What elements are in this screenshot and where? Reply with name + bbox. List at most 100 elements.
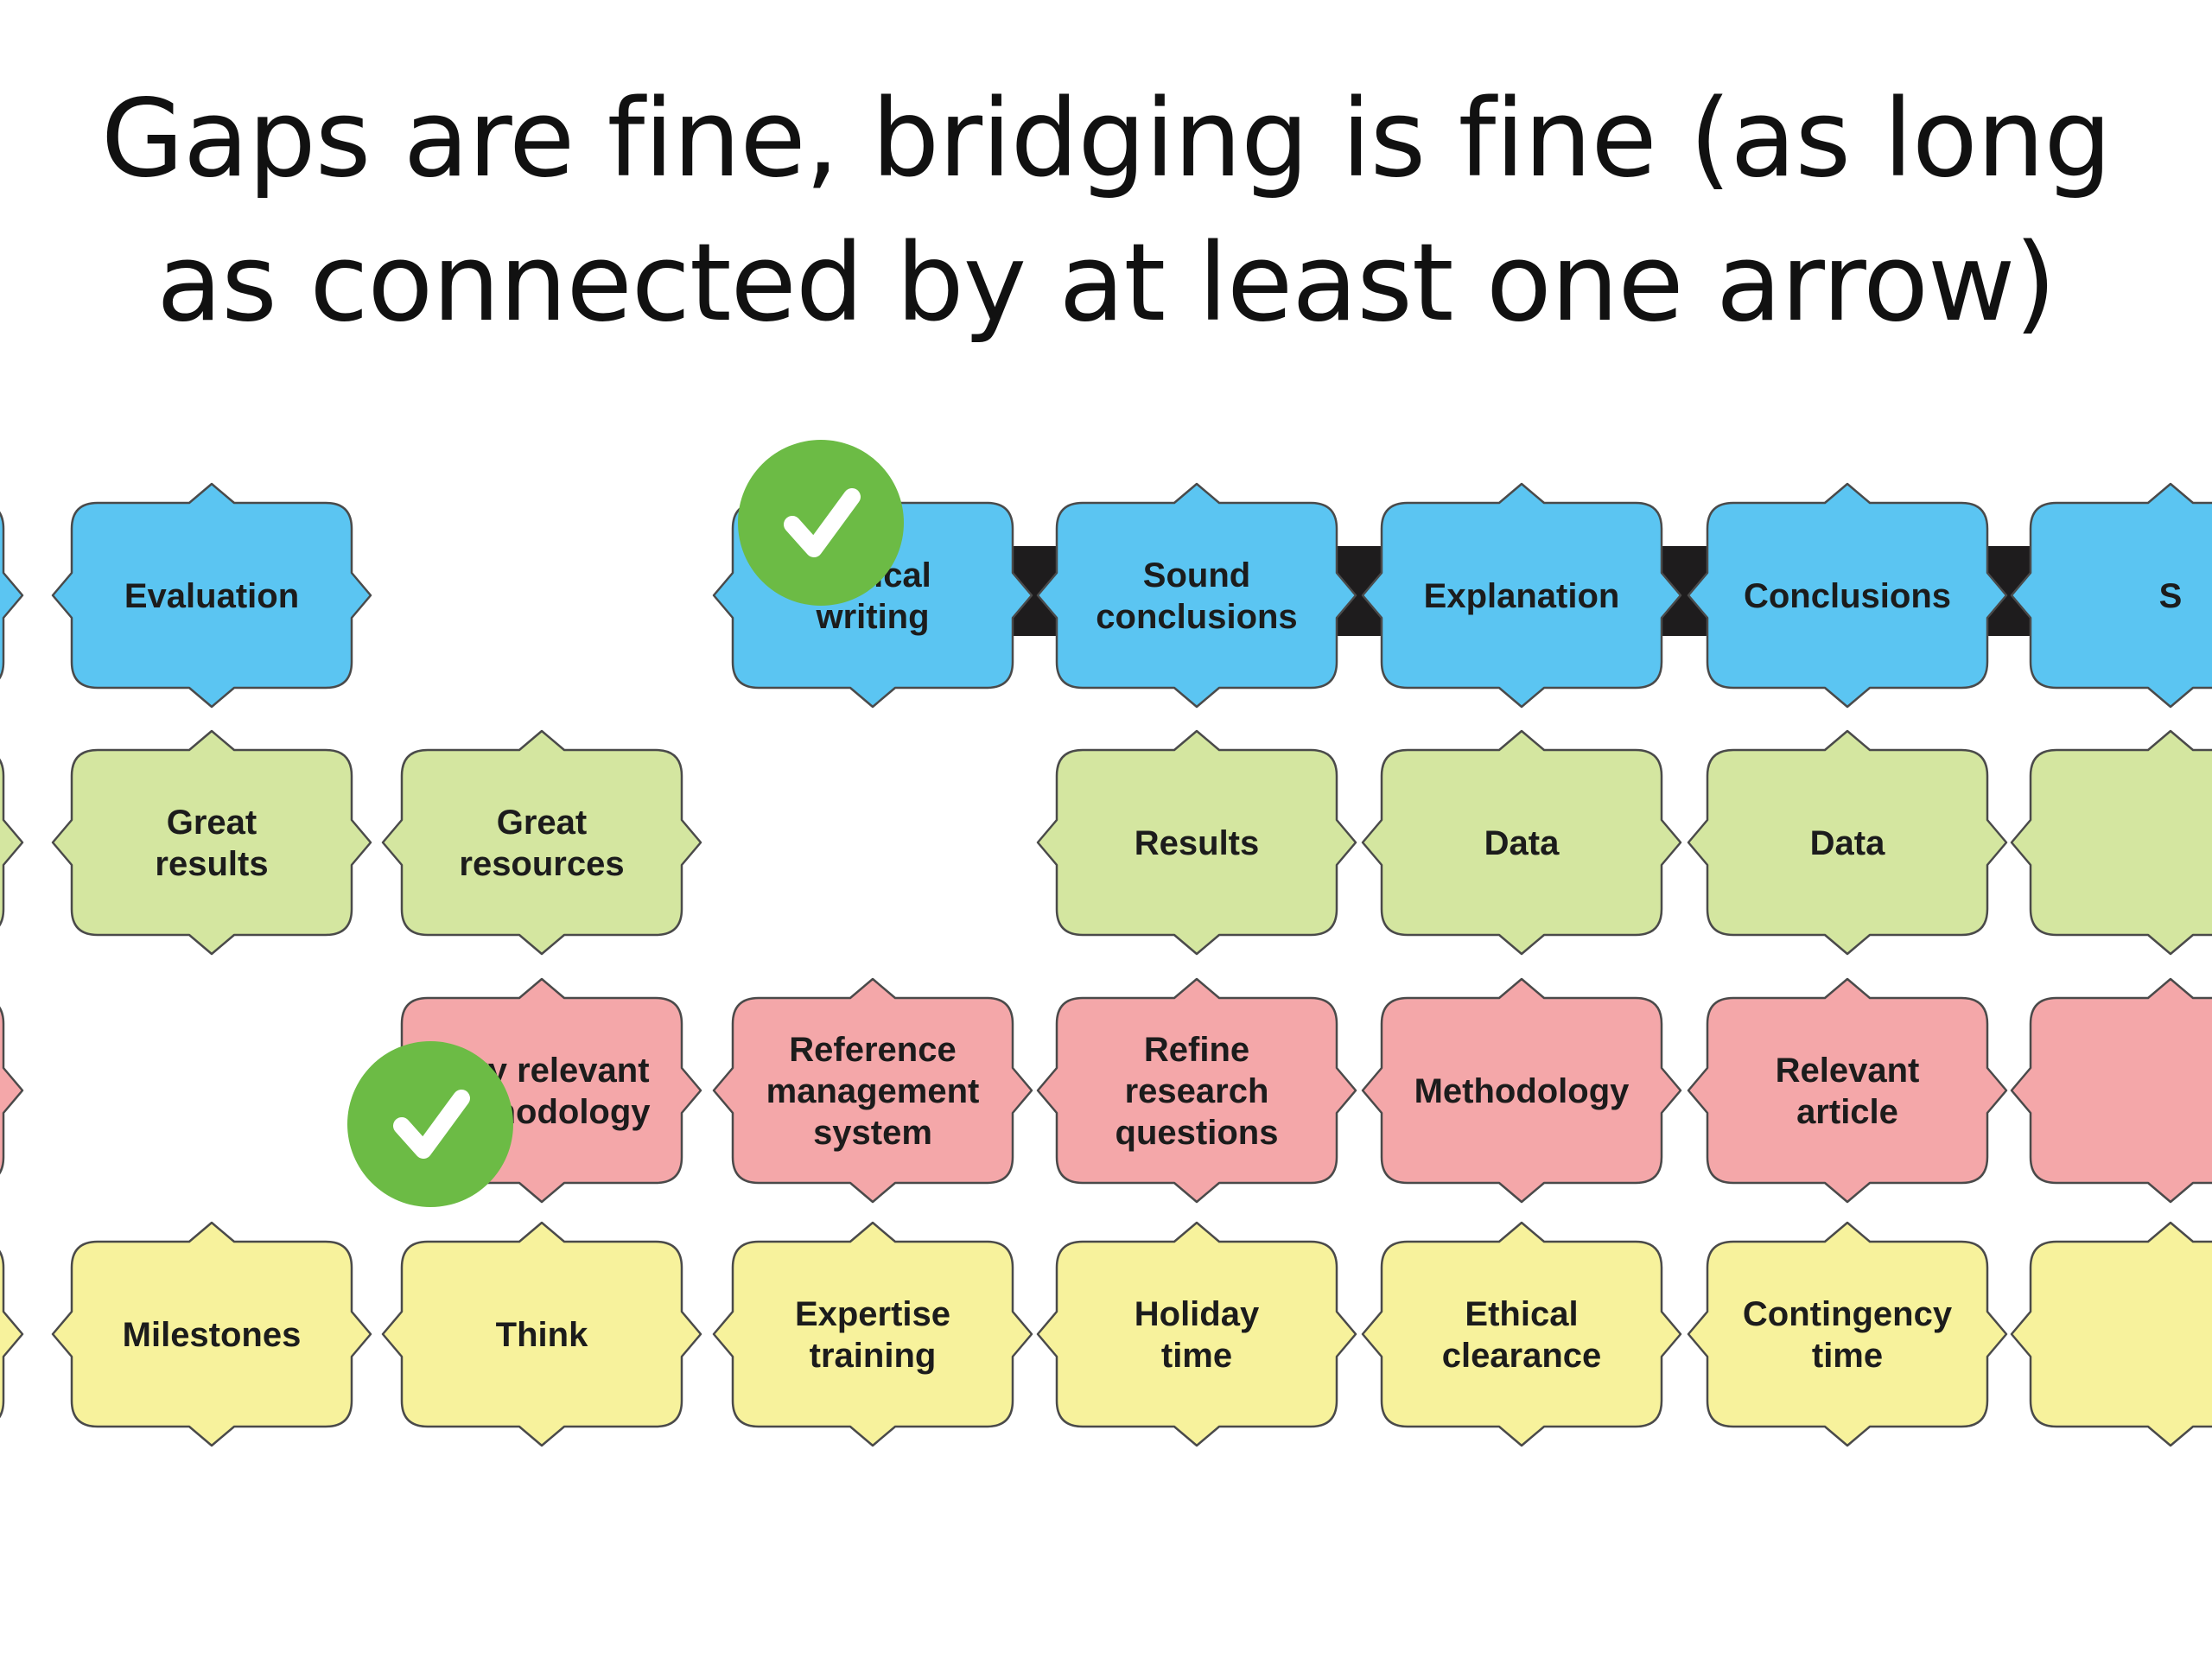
tile-shape bbox=[1687, 729, 2008, 956]
tile-label: clearance bbox=[1442, 1337, 1602, 1375]
row-yellow: Researchdatamanagementstrategy Milestones… bbox=[0, 1221, 2212, 1447]
tile-label: Data bbox=[1484, 824, 1560, 862]
green-tile: Results bbox=[1036, 729, 1357, 956]
red-tile: Resource(raw data) bbox=[0, 1006, 24, 1175]
tile-label: questions bbox=[1116, 1114, 1279, 1152]
blue-tile: Revisitresearchquestions bbox=[0, 511, 24, 680]
green-tile: Interpretation bbox=[0, 758, 24, 927]
yellow-tile: Researchdatamanagementstrategy bbox=[0, 1249, 24, 1419]
tile-shape bbox=[712, 1221, 1033, 1447]
tile-shape bbox=[381, 729, 702, 956]
checkmark-icon bbox=[347, 1041, 513, 1207]
row-blue: RevisitresearchquestionsEvaluationCritic… bbox=[0, 482, 2212, 709]
blue-tile: Explanation bbox=[1361, 482, 1682, 709]
tile-label: Reference bbox=[789, 1031, 956, 1069]
tile-shape bbox=[2010, 977, 2212, 1204]
yellow-tile: Expertise training bbox=[712, 1221, 1033, 1447]
tile-label: Methodology bbox=[1414, 1072, 1630, 1110]
checkmark-badge bbox=[738, 440, 904, 606]
tile-label: S bbox=[2159, 577, 2183, 615]
tile-label: management bbox=[766, 1072, 980, 1110]
checkmark-icon bbox=[738, 440, 904, 606]
row-red: Resource(raw data)Very relevantmethodolo… bbox=[0, 977, 2212, 1204]
green-tile: Data bbox=[1361, 729, 1682, 956]
checkmark-badge bbox=[347, 1041, 513, 1207]
tile-label: Data bbox=[1810, 824, 1885, 862]
tile-shape bbox=[1036, 977, 1357, 1204]
red-tile: Methodology bbox=[1361, 977, 1682, 1204]
tile-label: article bbox=[1796, 1093, 1898, 1131]
tile-shape bbox=[1361, 977, 1682, 1204]
blue-tile: Evaluation bbox=[51, 482, 372, 709]
tile-label: time bbox=[1812, 1337, 1883, 1375]
tile-label: results bbox=[155, 845, 268, 883]
tile-label: Great bbox=[497, 804, 588, 842]
yellow-tile: Contingency time bbox=[1687, 1221, 2008, 1447]
tile-label: Ethical bbox=[1465, 1295, 1578, 1333]
yellow-tile bbox=[2010, 1221, 2212, 1447]
tile-label: Great bbox=[167, 804, 257, 842]
tile-shape bbox=[0, 1249, 24, 1419]
tile-shape bbox=[1361, 482, 1682, 709]
slide-title-line-1: Gaps are fine, bridging is fine (as long bbox=[100, 77, 2112, 201]
tile-label: time bbox=[1161, 1337, 1232, 1375]
tile-label: resources bbox=[459, 845, 624, 883]
yellow-tile: Holiday time bbox=[1036, 1221, 1357, 1447]
tile-shape bbox=[381, 1221, 702, 1447]
tile-shape bbox=[0, 511, 24, 680]
tile-shape bbox=[1687, 977, 2008, 1204]
tile-label: Holiday bbox=[1135, 1295, 1260, 1333]
green-tile: Data bbox=[1687, 729, 2008, 956]
yellow-tile: Ethical clearance bbox=[1361, 1221, 1682, 1447]
slide-title: Gaps are fine, bridging is fine (as long… bbox=[0, 67, 2212, 356]
tile-label: Relevant bbox=[1776, 1052, 1920, 1090]
blue-tile: Conclusions bbox=[1687, 482, 2008, 709]
tile-shape bbox=[2010, 729, 2212, 956]
tile-shape bbox=[2010, 1221, 2212, 1447]
tile-label: Contingency bbox=[1743, 1295, 1953, 1333]
tile-shape bbox=[2010, 482, 2212, 709]
tile-shape bbox=[0, 1006, 24, 1175]
tile-label: system bbox=[813, 1114, 932, 1152]
tile-label: Evaluation bbox=[124, 577, 299, 615]
checkmark-tick bbox=[393, 1090, 470, 1159]
tile-label: Refine bbox=[1144, 1031, 1249, 1069]
blue-tile: S bbox=[2010, 482, 2212, 709]
tile-label: Conclusions bbox=[1744, 577, 1951, 615]
tile-label: training bbox=[810, 1337, 937, 1375]
row-green: InterpretationGreatresultsGreatresources… bbox=[0, 729, 2212, 956]
tile-label: Expertise bbox=[795, 1295, 950, 1333]
tile-label: Results bbox=[1135, 824, 1260, 862]
tile-shape bbox=[51, 1221, 372, 1447]
tile-shape bbox=[1036, 482, 1357, 709]
tile-shape bbox=[51, 482, 372, 709]
green-tile bbox=[2010, 729, 2212, 956]
tile-shape bbox=[51, 729, 372, 956]
tile-shape bbox=[1361, 1221, 1682, 1447]
tile-label: research bbox=[1125, 1072, 1269, 1110]
tile-label: Sound bbox=[1143, 556, 1250, 594]
slide-title-line-2: as connected by at least one arrow) bbox=[156, 221, 2056, 346]
tile-shape bbox=[1036, 1221, 1357, 1447]
tile-label: Explanation bbox=[1424, 577, 1620, 615]
blue-tile: Sound conclusions bbox=[1036, 482, 1357, 709]
tile-shape bbox=[1361, 729, 1682, 956]
yellow-tile: Milestones bbox=[51, 1221, 372, 1447]
tile-shape bbox=[1687, 1221, 2008, 1447]
yellow-tile: Think bbox=[381, 1221, 702, 1447]
tile-label: Think bbox=[496, 1316, 588, 1354]
tile-label: Milestones bbox=[123, 1316, 302, 1354]
tile-shape bbox=[712, 977, 1033, 1204]
red-tile bbox=[2010, 977, 2212, 1204]
tile-shape bbox=[0, 758, 24, 927]
tile-shape bbox=[1036, 729, 1357, 956]
tile-label: conclusions bbox=[1096, 598, 1297, 636]
checkmark-tick bbox=[784, 488, 861, 557]
tile-shape bbox=[1687, 482, 2008, 709]
